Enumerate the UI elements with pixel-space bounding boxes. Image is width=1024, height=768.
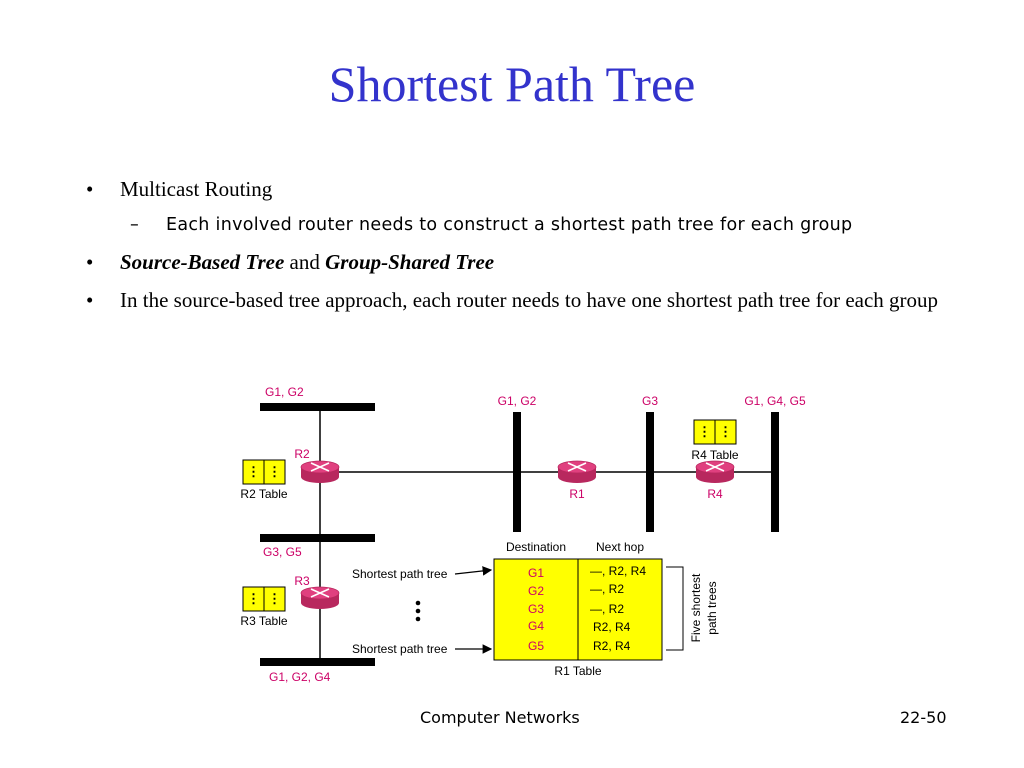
five-trees-bracket xyxy=(666,566,684,651)
bullet-tree-types: • Source-Based Tree and Group-Shared Tre… xyxy=(82,247,942,277)
svg-text:⋮: ⋮ xyxy=(247,591,260,606)
vertical-ellipsis-icon xyxy=(415,600,421,622)
group-label-line1: G1, G2 xyxy=(498,394,537,408)
r2-table-label: R2 Table xyxy=(240,487,287,501)
router-label-r4: R4 xyxy=(707,487,723,501)
r1-row-hop: —, R2 xyxy=(590,582,624,596)
source-based-tree-text: Source-Based Tree xyxy=(120,250,285,274)
r1-row-hop: R2, R4 xyxy=(593,639,631,653)
router-r1[interactable] xyxy=(557,460,597,483)
svg-text:⋮: ⋮ xyxy=(268,464,281,479)
r2-table-icon[interactable]: ⋮ ⋮ xyxy=(242,459,286,485)
router-r2[interactable] xyxy=(300,460,340,483)
r1-table-label: R1 Table xyxy=(554,664,601,678)
shortest-path-label-bottom: Shortest path tree xyxy=(352,642,448,656)
r1-table-rows: G1 —, R2, R4 G2 —, R2 G3 —, R2 G4 R2, R4… xyxy=(528,564,646,653)
router-label-r1: R1 xyxy=(569,487,585,501)
sub-bullet-text: Each involved router needs to construct … xyxy=(166,215,853,235)
footer-page-number: 22-50 xyxy=(900,708,947,727)
five-trees-label-line1: Five shortest xyxy=(689,573,703,642)
svg-text:⋮: ⋮ xyxy=(698,424,711,439)
lan-bar-bottom-left xyxy=(260,658,375,666)
and-text: and xyxy=(289,250,320,274)
lan-bar-top-left xyxy=(260,403,375,411)
bullet-source-based-approach: • In the source-based tree approach, eac… xyxy=(82,285,942,315)
bullet-list: • Multicast Routing – Each involved rout… xyxy=(82,174,942,323)
router-r3[interactable] xyxy=(300,586,340,609)
bullet-dot: • xyxy=(86,250,94,274)
bullet-text: In the source-based tree approach, each … xyxy=(120,288,939,312)
r4-table-label: R4 Table xyxy=(691,448,738,462)
r1-table-header-destination: Destination xyxy=(506,540,566,554)
r1-row-dest: G1 xyxy=(528,566,544,580)
r1-row-dest: G2 xyxy=(528,584,544,598)
lan-bar-mid-left xyxy=(260,534,375,542)
r1-row-hop: —, R2, R4 xyxy=(590,564,646,578)
r3-table-label: R3 Table xyxy=(240,614,287,628)
lan-bar-vertical-3 xyxy=(771,412,779,532)
group-shared-tree-text: Group-Shared Tree xyxy=(325,250,495,274)
router-r4[interactable] xyxy=(695,460,735,483)
r1-table-header-next-hop: Next hop xyxy=(596,540,644,554)
sub-bullet-dash: – xyxy=(130,215,140,235)
sub-bullet-router-construct: – Each involved router needs to construc… xyxy=(82,212,942,239)
r3-table-icon[interactable]: ⋮ ⋮ xyxy=(242,586,286,612)
shortest-path-arrow-top xyxy=(454,566,493,576)
lan-bar-vertical-2 xyxy=(646,412,654,532)
group-label-mid-left: G3, G5 xyxy=(263,545,302,559)
bullet-dot: • xyxy=(86,288,94,312)
bullet-dot: • xyxy=(86,177,94,201)
slide-title: Shortest Path Tree xyxy=(328,56,696,112)
shortest-path-label-top: Shortest path tree xyxy=(352,567,448,581)
five-trees-label-line2: path trees xyxy=(705,581,719,634)
r1-row-dest: G5 xyxy=(528,639,544,653)
group-label-line2: G3 xyxy=(642,394,658,408)
router-label-r3: R3 xyxy=(294,574,310,588)
r4-table-icon[interactable]: ⋮ ⋮ xyxy=(693,419,737,445)
group-label-top-left: G1, G2 xyxy=(265,385,304,399)
router-label-r2: R2 xyxy=(294,447,310,461)
r1-row-dest: G3 xyxy=(528,602,544,616)
bullet-text: Multicast Routing xyxy=(120,177,273,201)
r1-row-hop: R2, R4 xyxy=(593,620,631,634)
bullet-multicast-routing: • Multicast Routing xyxy=(82,174,942,204)
svg-text:⋮: ⋮ xyxy=(268,591,281,606)
svg-text:⋮: ⋮ xyxy=(247,464,260,479)
svg-text:⋮: ⋮ xyxy=(719,424,732,439)
r1-row-hop: —, R2 xyxy=(590,602,624,616)
group-label-line3: G1, G4, G5 xyxy=(744,394,806,408)
footer-course: Computer Networks xyxy=(420,708,580,727)
group-label-bottom-left: G1, G2, G4 xyxy=(269,670,331,684)
lan-bar-vertical-1 xyxy=(513,412,521,532)
r1-row-dest: G4 xyxy=(528,619,544,633)
